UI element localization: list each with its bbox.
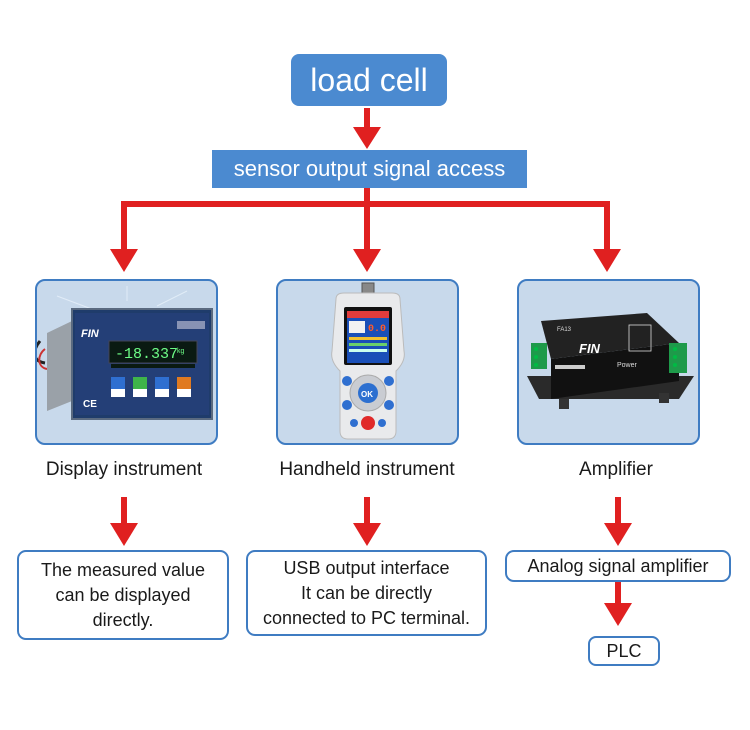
display-unit-text: kg: [177, 348, 185, 355]
output-line: directly.: [92, 609, 154, 630]
amplifier-power-text: Power: [617, 362, 638, 369]
output-line: USB output interface: [283, 557, 450, 578]
arrow-shaft-branch-3: [604, 201, 610, 253]
arrow-head-output-2: [353, 523, 381, 546]
amplifier-brand-text: FIN: [579, 341, 601, 356]
output-line: It can be directly: [300, 582, 433, 603]
arrow-shaft-output-2: [364, 497, 370, 527]
signal-access-node: sensor output signal access: [212, 150, 527, 188]
arrow-head-output-1: [110, 523, 138, 546]
svg-text:CE: CE: [83, 399, 97, 410]
amplifier-image: FA13 FIN Power: [517, 279, 700, 445]
arrow-shaft-output-3: [615, 497, 621, 527]
amplifier-model-text: FA13: [557, 327, 572, 333]
handheld-instrument-illustration: 0.0 OK: [331, 282, 405, 440]
device-label-display: Display instrument: [45, 459, 203, 480]
arrow-head-plc: [604, 603, 632, 626]
arrow-shaft-branch-2: [364, 201, 370, 253]
arrow-head-output-3: [604, 523, 632, 546]
output-box-plc: PLC: [588, 636, 660, 666]
output-box-amplifier: Analog signal amplifier: [505, 550, 731, 582]
output-box-display: The measured value can be displayed dire…: [17, 550, 229, 640]
arrow-shaft-branch-1: [121, 201, 127, 253]
output-box-handheld: USB output interface It can be directly …: [246, 550, 487, 636]
amplifier-illustration: FA13 FIN Power: [527, 313, 694, 409]
output-line: connected to PC terminal.: [262, 607, 471, 628]
arrow-head-branch-2: [353, 249, 381, 272]
arrow-head-source: [353, 127, 381, 149]
device-label-handheld: Handheld instrument: [279, 459, 455, 480]
handheld-instrument-image: 0.0 OK: [276, 279, 459, 445]
display-reading-text: -18.337: [115, 346, 178, 363]
output-line: PLC: [606, 640, 642, 661]
display-brand-text: FIN: [81, 328, 100, 340]
arrow-head-branch-1: [110, 249, 138, 272]
display-instrument-illustration: FIN -18.337 kg CE: [37, 286, 213, 420]
load-cell-node: load cell: [291, 54, 447, 106]
arrow-shaft-plc: [615, 582, 621, 606]
device-label-amplifier: Amplifier: [579, 459, 653, 480]
arrow-shaft-source: [364, 108, 370, 132]
branch-stem: [364, 188, 370, 206]
handheld-ok-text: OK: [361, 390, 373, 399]
output-line: The measured value: [40, 559, 206, 580]
output-line: Analog signal amplifier: [527, 555, 709, 576]
arrow-head-branch-3: [593, 249, 621, 272]
arrow-shaft-output-1: [121, 497, 127, 527]
handheld-reading-text: 0.0: [368, 324, 386, 335]
output-line: can be displayed: [55, 584, 191, 605]
display-instrument-image: FIN -18.337 kg CE: [35, 279, 218, 445]
